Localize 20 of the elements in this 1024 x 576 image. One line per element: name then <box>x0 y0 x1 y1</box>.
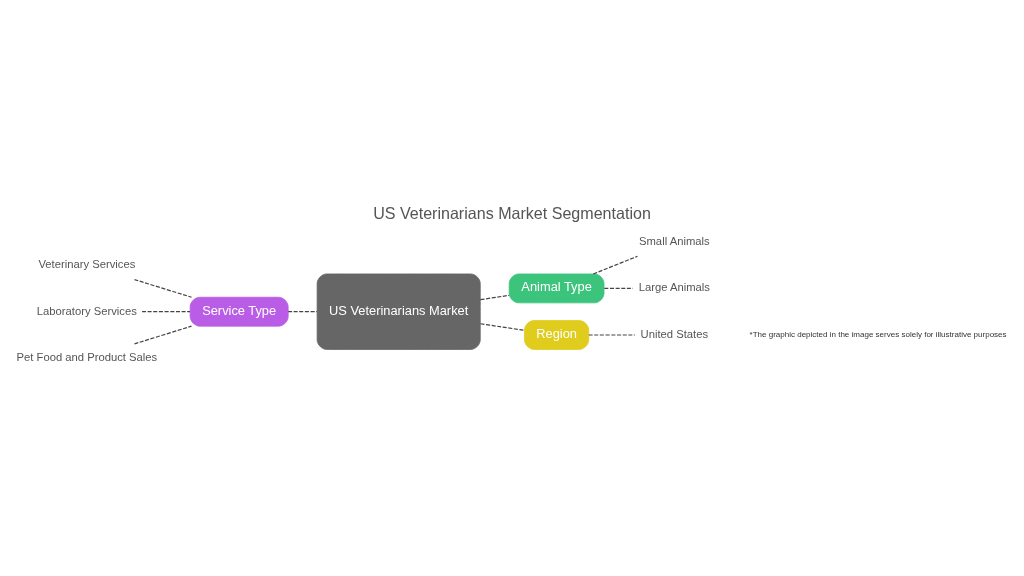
connector <box>141 311 191 313</box>
node-text: Large Animals <box>638 281 710 294</box>
label: *The graphic depicted in the image serves solely for illustrative purposes <box>749 330 1007 340</box>
connector <box>592 255 639 275</box>
connector <box>479 323 525 331</box>
node-box: Animal Type <box>508 273 605 304</box>
node-text: Pet Food and Product Sales <box>16 351 158 364</box>
connector <box>479 294 510 301</box>
node-text: Laboratory Services <box>36 304 137 317</box>
node-box: Service Type <box>189 296 289 327</box>
node-box: US Veterinarians Market <box>316 273 481 350</box>
connector <box>133 325 193 345</box>
node-text: Veterinary Services <box>38 258 136 271</box>
node-text: United States <box>640 327 709 340</box>
node-box: Region <box>524 320 590 350</box>
diagram-title: US Veterinarians Market Segmentation <box>373 204 651 223</box>
connector <box>133 279 193 298</box>
node-text: Small Animals <box>639 234 710 247</box>
connector <box>603 287 634 289</box>
connector <box>287 311 318 313</box>
